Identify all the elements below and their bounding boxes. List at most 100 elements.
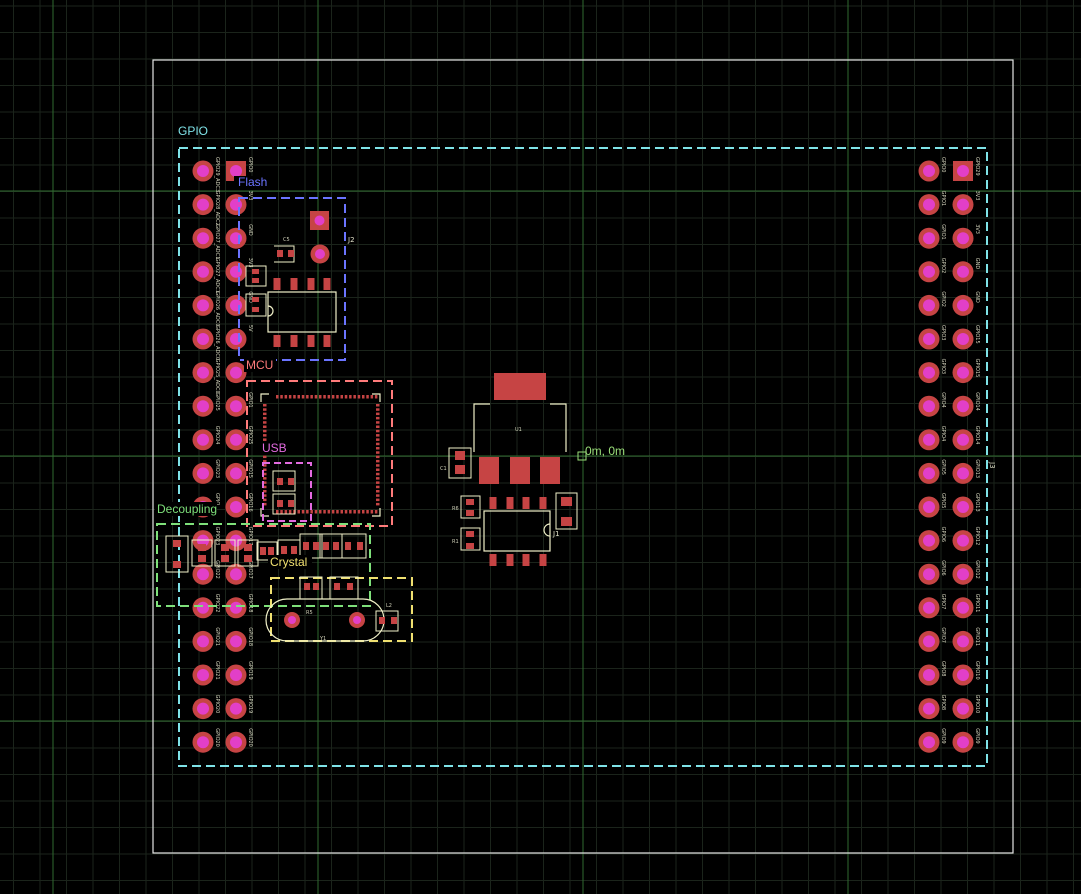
flash-chip-pad[interactable] [307, 278, 315, 290]
mcu-pad[interactable] [314, 395, 318, 399]
mcu-pad[interactable] [349, 510, 352, 514]
mcu-pad[interactable] [331, 510, 335, 514]
mcu-pad[interactable] [323, 395, 326, 399]
mcu-pad[interactable] [349, 395, 352, 399]
group-box-decoupling[interactable] [156, 523, 371, 607]
mcu-pad[interactable] [370, 395, 374, 399]
j1-pad[interactable] [489, 554, 497, 566]
r-flash-1-pad-2[interactable] [252, 278, 259, 283]
mcu-pad[interactable] [376, 451, 380, 454]
mcu-pad[interactable] [376, 490, 380, 493]
mcu-pad[interactable] [263, 459, 267, 463]
mcu-pad[interactable] [284, 395, 288, 399]
decoupling-cap-pad[interactable] [345, 542, 351, 550]
j1-body[interactable] [483, 510, 551, 552]
mcu-pad[interactable] [376, 421, 380, 424]
mcu-pad[interactable] [376, 494, 380, 497]
r6-pad-1[interactable] [466, 499, 474, 505]
decoupling-cap-pad[interactable] [260, 547, 266, 555]
mcu-pad[interactable] [376, 468, 380, 472]
r-flash-1[interactable] [245, 265, 267, 287]
mcu-pad[interactable] [370, 510, 374, 514]
mcu-pad[interactable] [376, 502, 380, 506]
mcu-pad[interactable] [376, 498, 380, 502]
r-flash-1-pad-1[interactable] [252, 269, 259, 274]
mcu-pad[interactable] [353, 395, 356, 399]
mcu-pad[interactable] [376, 438, 380, 441]
r1-pad-1[interactable] [466, 531, 474, 537]
decoupling-cap-outline[interactable] [191, 539, 213, 567]
decoupling-cap-outline[interactable] [256, 541, 278, 561]
j1-pad[interactable] [506, 554, 514, 566]
mcu-pad[interactable] [263, 472, 267, 476]
decoupling-cap-outline[interactable] [214, 539, 236, 567]
mcu-pad[interactable] [263, 408, 267, 411]
mcu-pad[interactable] [276, 510, 279, 514]
mcu-pad[interactable] [306, 510, 309, 514]
mcu-pad[interactable] [310, 395, 313, 399]
decoupling-cap-pad[interactable] [244, 544, 252, 551]
c1-outline[interactable] [448, 447, 472, 479]
mcu-pad[interactable] [263, 477, 267, 480]
r-right-pad-2[interactable] [561, 517, 572, 526]
mcu-pad[interactable] [301, 510, 305, 514]
crystal-cap-2-pad-1[interactable] [334, 583, 340, 590]
mcu-pad[interactable] [297, 395, 301, 399]
mcu-pad[interactable] [376, 429, 380, 433]
mcu-pad[interactable] [263, 421, 267, 424]
decoupling-cap-pad[interactable] [221, 544, 229, 551]
u1-pad-3[interactable] [540, 457, 560, 484]
r6-outline[interactable] [460, 495, 481, 519]
j1-pad[interactable] [506, 497, 514, 509]
crystal-r-l2[interactable] [375, 610, 399, 632]
usb-r2[interactable] [272, 493, 296, 515]
mcu-pad[interactable] [376, 472, 380, 476]
mcu-pad[interactable] [263, 425, 267, 429]
flash-chip-pad[interactable] [323, 278, 331, 290]
usb-r2-pad-1[interactable] [277, 500, 283, 507]
decoupling-cap-pad[interactable] [173, 561, 181, 568]
flash-chip-pad[interactable] [290, 278, 298, 290]
mcu-pad[interactable] [353, 510, 356, 514]
origin-marker[interactable] [577, 451, 587, 461]
j1-pad[interactable] [489, 497, 497, 509]
decoupling-cap-outline[interactable] [341, 533, 367, 559]
r-flash-2-pad-2[interactable] [252, 307, 259, 312]
crystal-r-l2-pad-1[interactable] [379, 617, 385, 624]
mcu-pad[interactable] [284, 510, 288, 514]
crystal-cap-1-pad-1[interactable] [304, 583, 310, 590]
usb-r1[interactable] [272, 470, 296, 492]
mcu-pad[interactable] [357, 510, 361, 514]
mcu-pad[interactable] [336, 395, 339, 399]
flash-chip-pad[interactable] [273, 335, 281, 347]
group-box-usb[interactable] [262, 462, 312, 522]
u1-pad-1[interactable] [479, 457, 499, 484]
mcu-pad[interactable] [374, 395, 378, 399]
r1-outline[interactable] [460, 527, 481, 551]
mcu-pad[interactable] [327, 510, 331, 514]
c5-pad-1[interactable] [277, 250, 283, 257]
mcu-pad[interactable] [297, 510, 301, 514]
flash-chip-body[interactable] [267, 291, 337, 333]
crystal-cap-1-pad-2[interactable] [313, 583, 319, 590]
mcu-pad[interactable] [301, 395, 305, 399]
mcu-pad[interactable] [263, 468, 267, 472]
mcu-pad[interactable] [376, 416, 380, 420]
mcu-pad[interactable] [376, 447, 380, 450]
mcu-pad[interactable] [263, 438, 267, 441]
crystal-cap-1[interactable] [299, 576, 323, 600]
u1-tab-pad[interactable] [494, 373, 546, 400]
mcu-pad[interactable] [276, 395, 279, 399]
crystal-cap-2[interactable] [329, 576, 359, 600]
mcu-pad[interactable] [263, 416, 267, 420]
mcu-pad[interactable] [376, 477, 380, 480]
mcu-pad[interactable] [280, 395, 283, 399]
c1-pad-1[interactable] [455, 451, 465, 460]
decoupling-cap-pad[interactable] [173, 540, 181, 547]
mcu-pad[interactable] [263, 429, 267, 433]
c5-pad-2[interactable] [288, 250, 294, 257]
mcu-pad[interactable] [376, 404, 380, 407]
mcu-pad[interactable] [376, 464, 380, 467]
j1-pad[interactable] [539, 554, 547, 566]
